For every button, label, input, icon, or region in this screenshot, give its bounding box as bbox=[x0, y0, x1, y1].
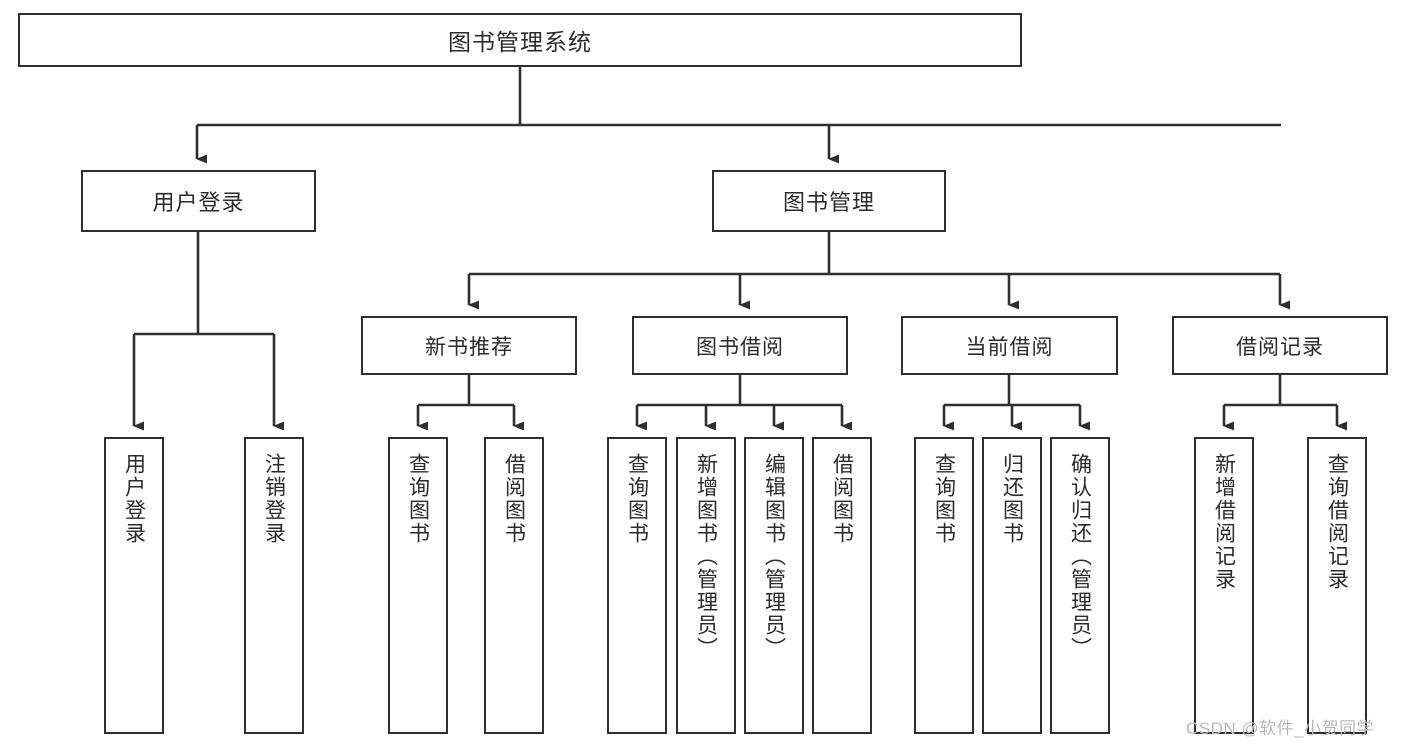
node-leaf-query-record-label: 查询借阅记录 bbox=[1325, 453, 1349, 591]
node-leaf-query-book-3[interactable]: 查询图书 bbox=[914, 437, 974, 734]
node-leaf-return-book-label: 归还图书 bbox=[1000, 453, 1024, 545]
node-leaf-query-book-1-label: 查询图书 bbox=[406, 453, 430, 545]
node-book-manage-label: 图书管理 bbox=[782, 190, 875, 215]
node-leaf-query-book-1[interactable]: 查询图书 bbox=[388, 437, 448, 734]
node-book-borrow[interactable]: 图书借阅 bbox=[632, 316, 848, 375]
node-leaf-return-book[interactable]: 归还图书 bbox=[982, 437, 1042, 734]
node-leaf-add-record[interactable]: 新增借阅记录 bbox=[1194, 437, 1254, 734]
node-leaf-add-book[interactable]: 新增图书（管理员） bbox=[676, 437, 736, 734]
node-current-borrow[interactable]: 当前借阅 bbox=[901, 316, 1118, 375]
node-root-label: 图书管理系统 bbox=[448, 29, 592, 55]
node-root[interactable]: 图书管理系统 bbox=[18, 13, 1022, 67]
node-leaf-add-book-label: 新增图书（管理员） bbox=[694, 453, 718, 660]
node-leaf-edit-book-label: 编辑图书（管理员） bbox=[762, 453, 786, 660]
node-leaf-add-record-label: 新增借阅记录 bbox=[1212, 453, 1236, 591]
node-new-book-rec[interactable]: 新书推荐 bbox=[361, 316, 577, 375]
node-user-login[interactable]: 用户登录 bbox=[81, 170, 316, 232]
node-book-manage[interactable]: 图书管理 bbox=[712, 170, 946, 232]
node-borrow-record-label: 借阅记录 bbox=[1236, 335, 1324, 359]
node-leaf-user-login-label: 用户登录 bbox=[122, 453, 146, 545]
node-leaf-query-book-3-label: 查询图书 bbox=[932, 453, 956, 545]
node-new-book-rec-label: 新书推荐 bbox=[425, 335, 513, 359]
node-leaf-borrow-book-1[interactable]: 借阅图书 bbox=[484, 437, 544, 734]
node-leaf-query-book-2-label: 查询图书 bbox=[625, 453, 649, 545]
csdn-watermark: CSDN @软件_小贺同学 bbox=[1186, 719, 1375, 738]
node-leaf-confirm-return-label: 确认归还（管理员） bbox=[1068, 453, 1092, 660]
node-leaf-confirm-return[interactable]: 确认归还（管理员） bbox=[1050, 437, 1110, 734]
node-current-borrow-label: 当前借阅 bbox=[965, 335, 1054, 359]
node-leaf-query-book-2[interactable]: 查询图书 bbox=[607, 437, 667, 734]
node-user-login-label: 用户登录 bbox=[152, 190, 245, 215]
node-book-borrow-label: 图书借阅 bbox=[696, 335, 784, 359]
node-leaf-query-record[interactable]: 查询借阅记录 bbox=[1307, 437, 1367, 734]
node-leaf-user-login[interactable]: 用户登录 bbox=[104, 437, 164, 734]
node-leaf-logout-label: 注销登录 bbox=[262, 453, 286, 545]
node-leaf-logout[interactable]: 注销登录 bbox=[244, 437, 304, 734]
node-leaf-borrow-book-2[interactable]: 借阅图书 bbox=[812, 437, 872, 734]
node-borrow-record[interactable]: 借阅记录 bbox=[1172, 316, 1388, 375]
node-leaf-borrow-book-1-label: 借阅图书 bbox=[502, 453, 526, 545]
node-leaf-edit-book[interactable]: 编辑图书（管理员） bbox=[744, 437, 804, 734]
node-leaf-borrow-book-2-label: 借阅图书 bbox=[830, 453, 854, 545]
